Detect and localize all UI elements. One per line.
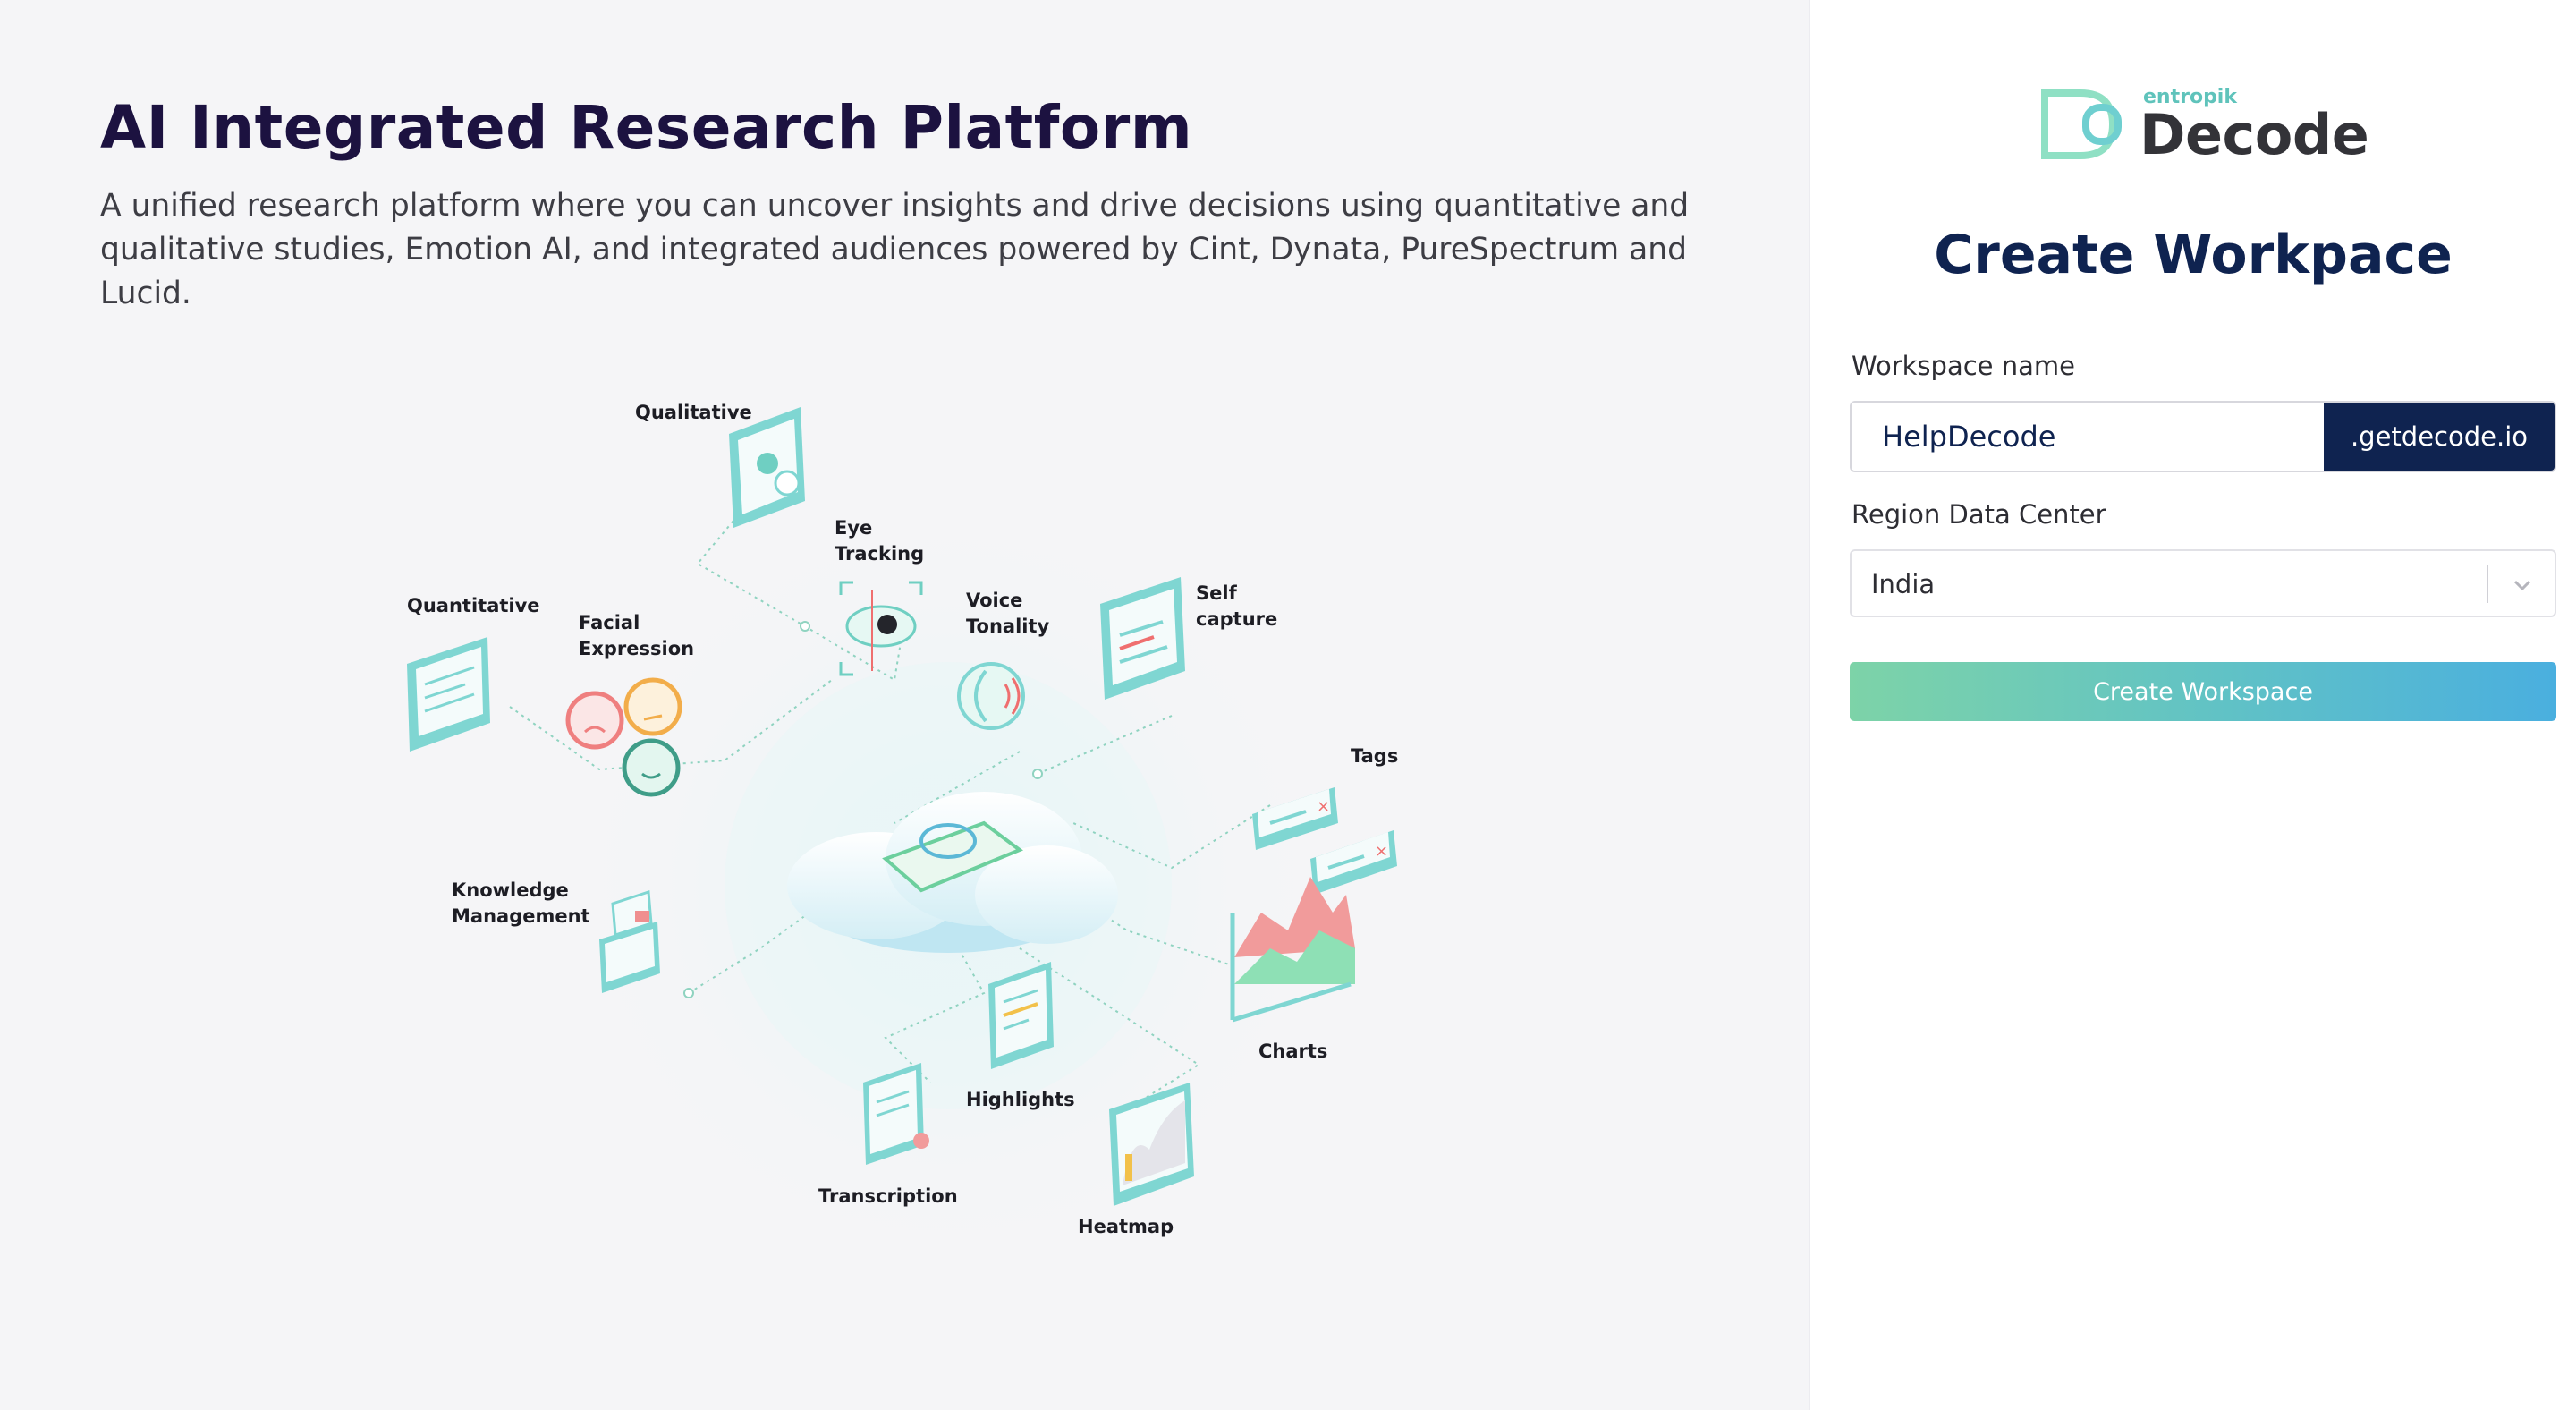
eye-tracking-icon (839, 581, 923, 676)
knowledge-management-icon (599, 889, 660, 993)
voice-tonality-icon (957, 662, 1025, 730)
label-heatmap: Heatmap (1078, 1216, 1174, 1237)
highlights-icon (988, 962, 1054, 1069)
cloud-icon (787, 792, 1118, 953)
self-capture-icon (1100, 577, 1185, 700)
region-label: Region Data Center (1852, 499, 2106, 530)
select-divider (2487, 565, 2488, 603)
create-workspace-button[interactable]: Create Workspace (1850, 662, 2556, 721)
form-title: Create Workpace (1934, 224, 2453, 286)
logo-decode-text: Decode (2140, 102, 2369, 167)
node-dot (800, 621, 810, 632)
decode-logo: entropik Decode (2039, 84, 2379, 167)
facial-expression-icon (565, 677, 682, 797)
label-tags: Tags (1351, 745, 1398, 767)
hero-title: AI Integrated Research Platform (100, 93, 1193, 162)
platform-illustration: Qualitative Eye Tracking Voice Tonality … (407, 402, 1398, 1279)
svg-text:×: × (1317, 797, 1330, 816)
label-eye-tracking-1: Eye (835, 517, 872, 539)
label-facial-expression-1: Facial (579, 612, 640, 633)
region-selected-value: India (1871, 569, 1936, 599)
marketing-panel: AI Integrated Research Platform A unifie… (100, 93, 1690, 1279)
label-transcription: Transcription (818, 1185, 958, 1207)
create-workspace-panel: entropik Decode Create Workpace Workspac… (1809, 0, 2576, 1410)
decode-logo-icon (2041, 89, 2122, 159)
label-facial-expression-2: Expression (579, 638, 694, 659)
chevron-down-icon[interactable] (2506, 569, 2538, 601)
node-dot (683, 988, 694, 998)
node-dot (1032, 769, 1043, 779)
logo-entropik-text: entropik (2143, 86, 2237, 108)
qualitative-icon (729, 407, 805, 528)
label-charts: Charts (1258, 1041, 1327, 1062)
heatmap-icon (1109, 1083, 1194, 1206)
domain-suffix: .getdecode.io (2324, 403, 2555, 471)
region-select[interactable]: India (1850, 549, 2556, 617)
label-highlights: Highlights (966, 1089, 1075, 1110)
label-knowledge-management-2: Management (452, 905, 590, 927)
workspace-name-input[interactable] (1852, 403, 2324, 471)
transcription-icon (863, 1063, 929, 1165)
tags-icon: × × (1252, 787, 1397, 895)
label-qualitative: Qualitative (635, 402, 752, 423)
label-quantitative: Quantitative (407, 595, 540, 616)
workspace-name-field: .getdecode.io (1850, 401, 2556, 472)
workspace-name-label: Workspace name (1852, 351, 2075, 381)
label-knowledge-management-1: Knowledge (452, 879, 569, 901)
label-eye-tracking-2: Tracking (835, 543, 924, 565)
label-self-capture-2: capture (1196, 608, 1277, 630)
label-voice-tonality-1: Voice (966, 590, 1022, 611)
label-self-capture-1: Self (1196, 582, 1238, 604)
quantitative-icon (407, 637, 490, 752)
charts-icon (1230, 877, 1355, 1023)
svg-text:×: × (1375, 842, 1388, 861)
label-voice-tonality-2: Tonality (966, 616, 1050, 637)
hero-subtitle: A unified research platform where you ca… (100, 188, 1690, 311)
